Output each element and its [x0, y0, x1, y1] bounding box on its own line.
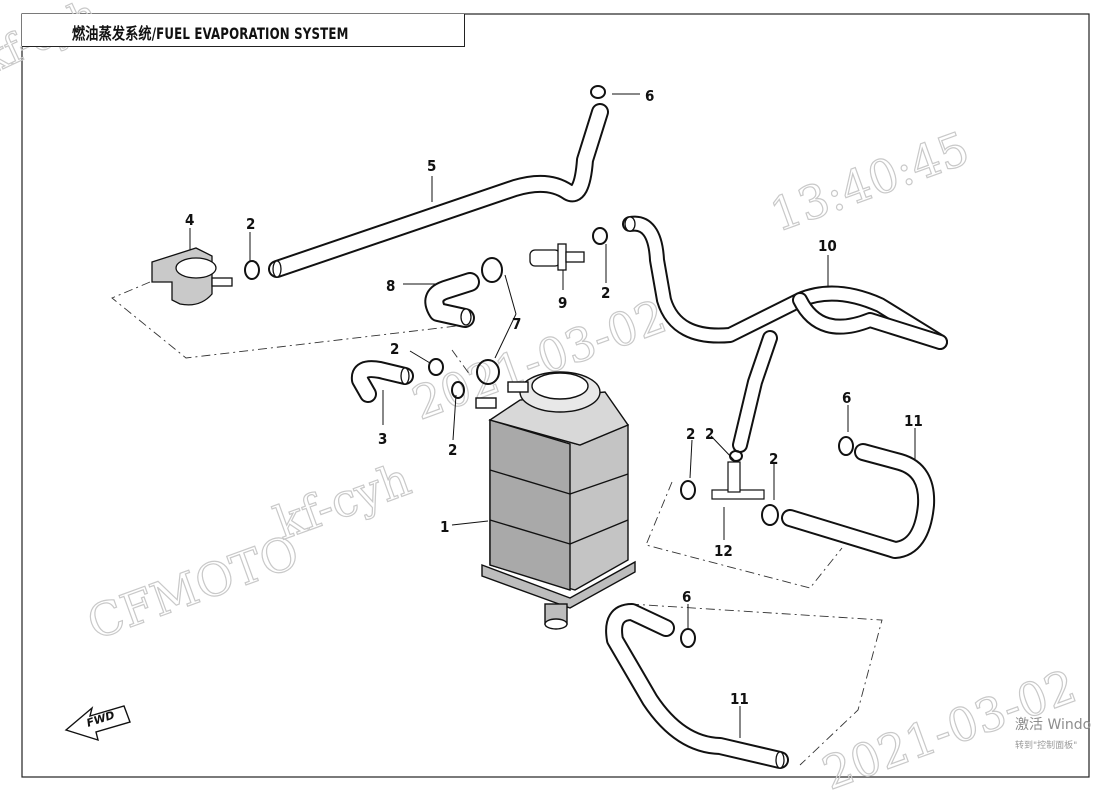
- callout-5: 5: [427, 157, 436, 175]
- callout-1: 1: [440, 518, 449, 536]
- callout-4: 4: [185, 211, 194, 229]
- diagram-frame: [21, 13, 1090, 778]
- leader-lines: [189, 93, 916, 738]
- callout-9: 9: [558, 294, 567, 312]
- canister-1: [475, 371, 636, 630]
- clamp-6-a: [590, 85, 606, 99]
- elbow-3: [350, 360, 414, 403]
- fwd-arrow-icon: FWD: [64, 705, 131, 742]
- guide-lines: [111, 281, 883, 766]
- callout-2-d: 2: [448, 441, 457, 459]
- callout-2-c: 2: [390, 340, 399, 358]
- clamp-2-f: [761, 504, 779, 526]
- hose-10: [622, 215, 948, 453]
- callout-12: 12: [714, 542, 733, 560]
- callout-2-f: 2: [705, 425, 714, 443]
- callout-2-e: 2: [686, 425, 695, 443]
- clamp-2-b: [592, 227, 608, 245]
- callout-6-c: 6: [682, 588, 691, 606]
- windows-activation-subtext: 转到"控制面板": [1015, 741, 1078, 751]
- watermark-user: kf-cyh: [267, 452, 417, 551]
- valve-4: [151, 247, 233, 306]
- callout-6-a: 6: [645, 87, 654, 105]
- hose-11-lower: [605, 603, 789, 769]
- hose-11-upper: [781, 443, 936, 559]
- clamp-2-a: [244, 260, 260, 280]
- callout-11-b: 11: [730, 690, 749, 708]
- clamp-group: [244, 85, 854, 648]
- clamp-7-b: [476, 359, 500, 385]
- clamp-2-g: [729, 450, 743, 462]
- callout-2-g: 2: [769, 450, 778, 468]
- callout-2-a: 2: [246, 215, 255, 233]
- clamp-7-a: [481, 257, 503, 283]
- clamp-2-c: [428, 358, 444, 376]
- windows-activation-notice: 激活 Windo: [1015, 717, 1092, 733]
- fitting-9: [529, 243, 585, 271]
- callout-6-b: 6: [842, 389, 851, 407]
- clamp-2-e: [680, 480, 696, 500]
- title-box: 燃油蒸发系统/FUEL EVAPORATION SYSTEM: [22, 14, 465, 47]
- clamp-2-d: [451, 381, 465, 399]
- callout-10: 10: [818, 237, 837, 255]
- callout-8: 8: [386, 277, 395, 295]
- page-title: 燃油蒸发系统/FUEL EVAPORATION SYSTEM: [72, 24, 349, 43]
- tee-12: [711, 461, 765, 500]
- clamp-6-b: [838, 436, 854, 456]
- clamp-6-c: [680, 628, 696, 648]
- callout-7: 7: [512, 315, 521, 333]
- callout-11-a: 11: [904, 412, 923, 430]
- watermark-time: 13:40:45: [763, 121, 976, 242]
- elbow-8: [424, 272, 480, 328]
- callout-2-b: 2: [601, 284, 610, 302]
- watermark-brand: CFMOTO: [80, 524, 306, 650]
- callout-3: 3: [378, 430, 387, 448]
- hose-5: [268, 103, 609, 278]
- callout-labels: 1 2 2 2 2 2 2 2 3 4 5 6 6 6 7 8 9 10 11 …: [185, 87, 923, 708]
